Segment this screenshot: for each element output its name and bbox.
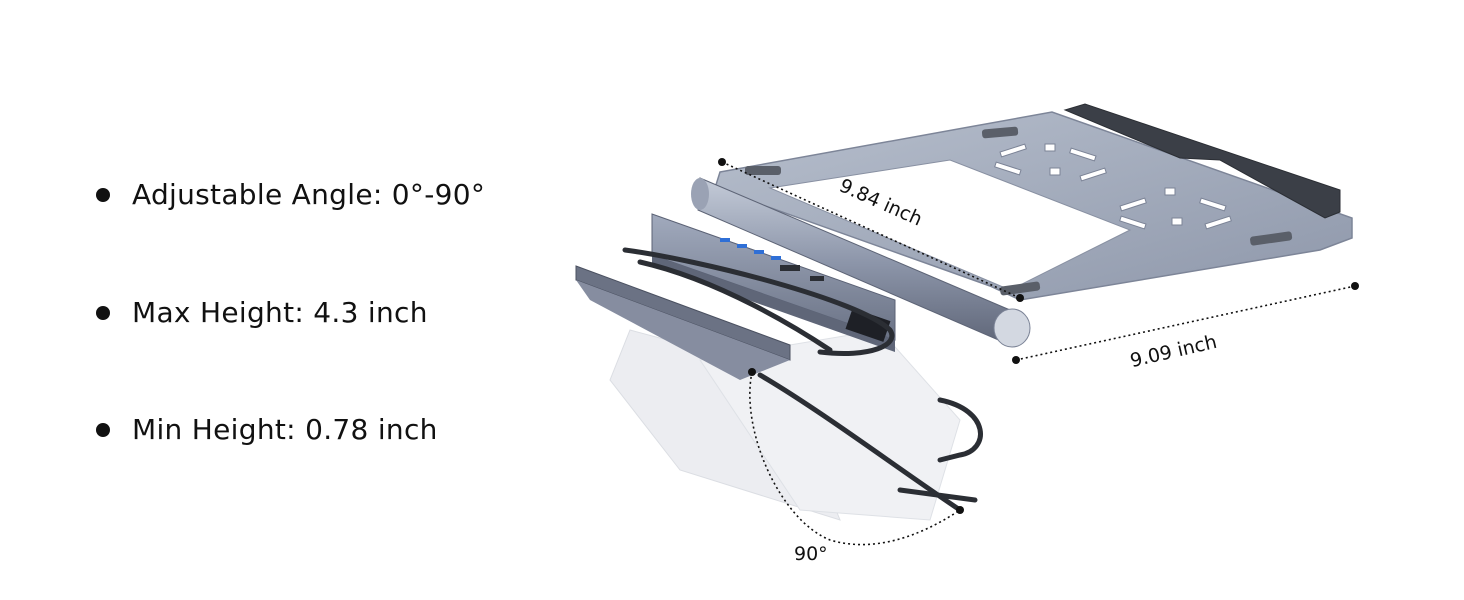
spec-label: Min Height: 0.78 inch	[132, 413, 438, 446]
cables	[622, 247, 983, 513]
spec-label: Adjustable Angle: 0°-90°	[132, 178, 486, 211]
top-plate	[714, 103, 1353, 301]
width-label: 9.09 inch	[1128, 331, 1219, 372]
spec-item-angle: Adjustable Angle: 0°-90°	[96, 178, 485, 211]
spec-item-max-height: Max Height: 4.3 inch	[96, 296, 428, 329]
hinge-bar	[691, 177, 1031, 348]
laptop-stand-image: 9.84 inch 9.09 inch 90°	[575, 103, 1359, 565]
spec-label: Max Height: 4.3 inch	[132, 296, 428, 329]
usb-hub	[651, 213, 896, 352]
angle-label: 90°	[794, 543, 828, 565]
bullet-icon	[96, 187, 110, 202]
spec-item-min-height: Min Height: 0.78 inch	[96, 413, 438, 446]
dimension-lines	[718, 158, 1359, 546]
bullet-icon	[96, 305, 110, 320]
product-illustration: 9.84 inch 9.09 inch 90°	[560, 0, 1464, 600]
spec-list: Adjustable Angle: 0°-90° Max Height: 4.3…	[0, 0, 560, 600]
side-tray	[575, 265, 791, 380]
bullet-icon	[96, 422, 110, 437]
